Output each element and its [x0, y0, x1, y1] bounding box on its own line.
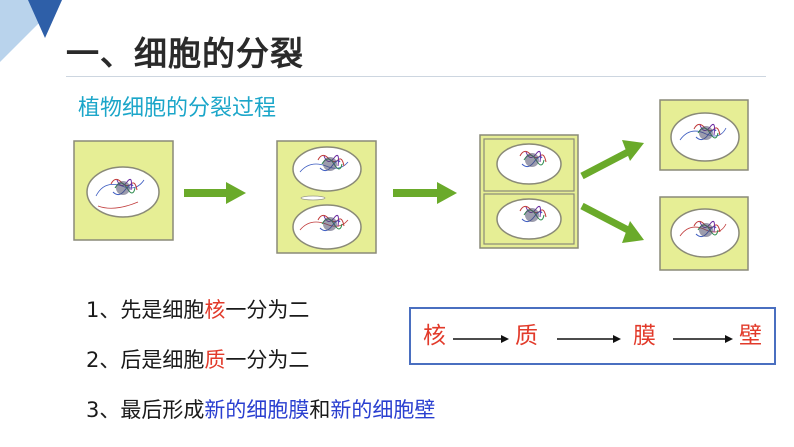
corner-decoration [0, 0, 62, 62]
arrow-up-right [580, 140, 644, 180]
daughter-cell-bottom [659, 196, 749, 271]
highlight-new-wall: 新的细胞壁 [330, 398, 436, 422]
sequence-box: 核 质 膜 壁 [409, 307, 776, 365]
sequence-item-nucleus: 核 [423, 323, 446, 349]
cell-division-diagram [73, 99, 749, 271]
subtitle: 植物细胞的分裂过程 [78, 96, 277, 121]
sequence-arrow-1 [453, 335, 509, 343]
sequence-item-wall: 壁 [739, 323, 762, 349]
arrow-1 [184, 182, 246, 204]
arrow-down-right [580, 202, 644, 243]
cell-stage-2 [276, 140, 377, 254]
highlight-new-membrane: 新的细胞膜 [204, 398, 310, 422]
page-title: 一、细胞的分裂 [66, 34, 304, 73]
cell-stage-3 [479, 134, 579, 249]
sequence-item-membrane: 膜 [633, 323, 656, 349]
highlight-nucleus: 核 [204, 298, 226, 322]
sequence-arrow-2 [557, 335, 621, 343]
highlight-cytoplasm: 质 [204, 348, 226, 372]
title-divider [66, 76, 766, 77]
step-1: 1、先是细胞核一分为二 [86, 298, 310, 322]
daughter-cell-top [659, 99, 749, 171]
step-2: 2、后是细胞质一分为二 [86, 348, 310, 372]
sequence-arrow-3 [673, 335, 733, 343]
cell-stage-1 [73, 140, 174, 241]
sequence-item-cytoplasm: 质 [515, 323, 538, 349]
step-3: 3、最后形成新的细胞膜和新的细胞壁 [86, 398, 436, 422]
arrow-2 [393, 182, 457, 204]
